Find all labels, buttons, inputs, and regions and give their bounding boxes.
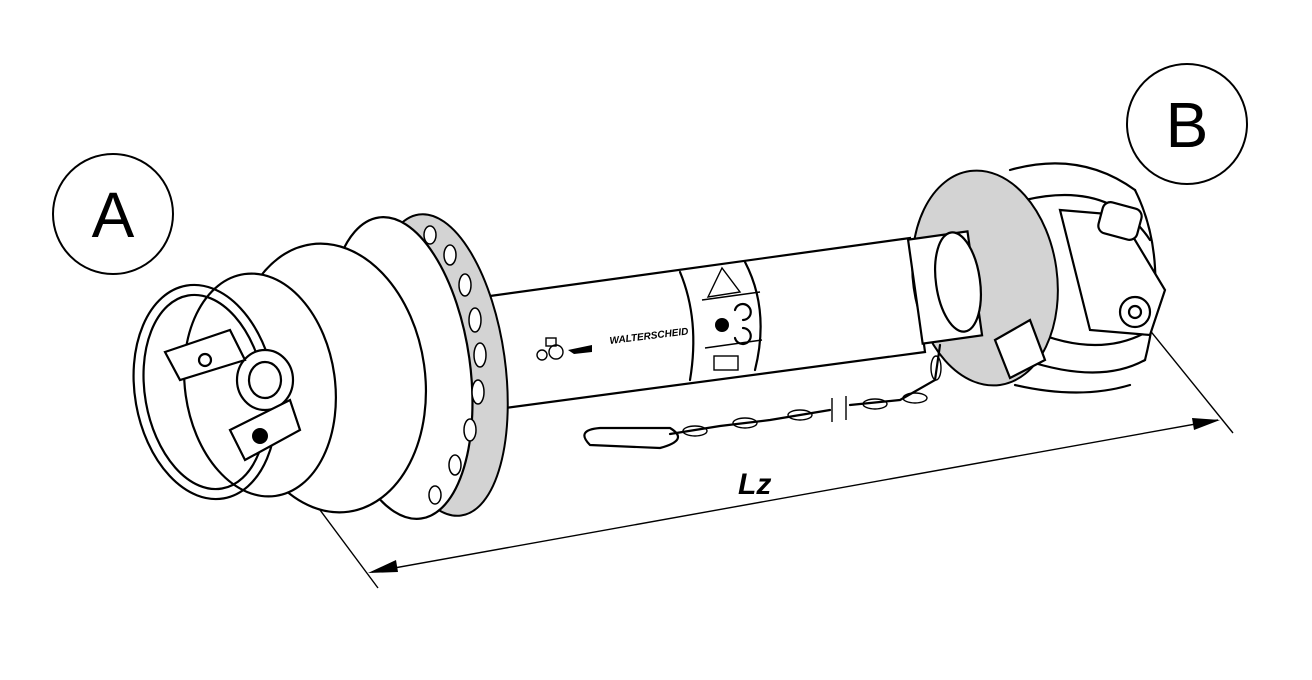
yoke-bore-a bbox=[235, 348, 295, 412]
guard-holes-a bbox=[423, 225, 487, 505]
shaft-tube: WALTERSCHEID bbox=[488, 236, 927, 410]
arrowhead-right-icon bbox=[1192, 418, 1220, 430]
guard-lock-b bbox=[993, 318, 1047, 380]
arrowhead-left-icon bbox=[368, 560, 398, 573]
label-b: B bbox=[1166, 89, 1209, 161]
arrow-left-icon bbox=[568, 345, 592, 354]
end-a-assembly bbox=[132, 213, 509, 520]
extension-line-b bbox=[1139, 317, 1234, 434]
end-b-assembly bbox=[906, 162, 1167, 394]
chain-hook bbox=[583, 426, 680, 450]
callout-a: A bbox=[52, 153, 174, 275]
rotating-parts-warning-icon bbox=[715, 302, 752, 346]
yoke-pin-a bbox=[252, 428, 268, 444]
length-label: Lz bbox=[738, 468, 771, 501]
manual-book-icon bbox=[713, 355, 739, 371]
tractor-icon bbox=[536, 337, 564, 361]
length-dimension: Lz bbox=[261, 317, 1234, 589]
warning-triangle-icon bbox=[706, 266, 742, 298]
safety-chain bbox=[583, 343, 942, 450]
callout-b: B bbox=[1126, 63, 1248, 185]
label-a: A bbox=[92, 179, 135, 251]
dimension-line bbox=[371, 419, 1219, 573]
push-pin-b bbox=[1097, 201, 1143, 241]
